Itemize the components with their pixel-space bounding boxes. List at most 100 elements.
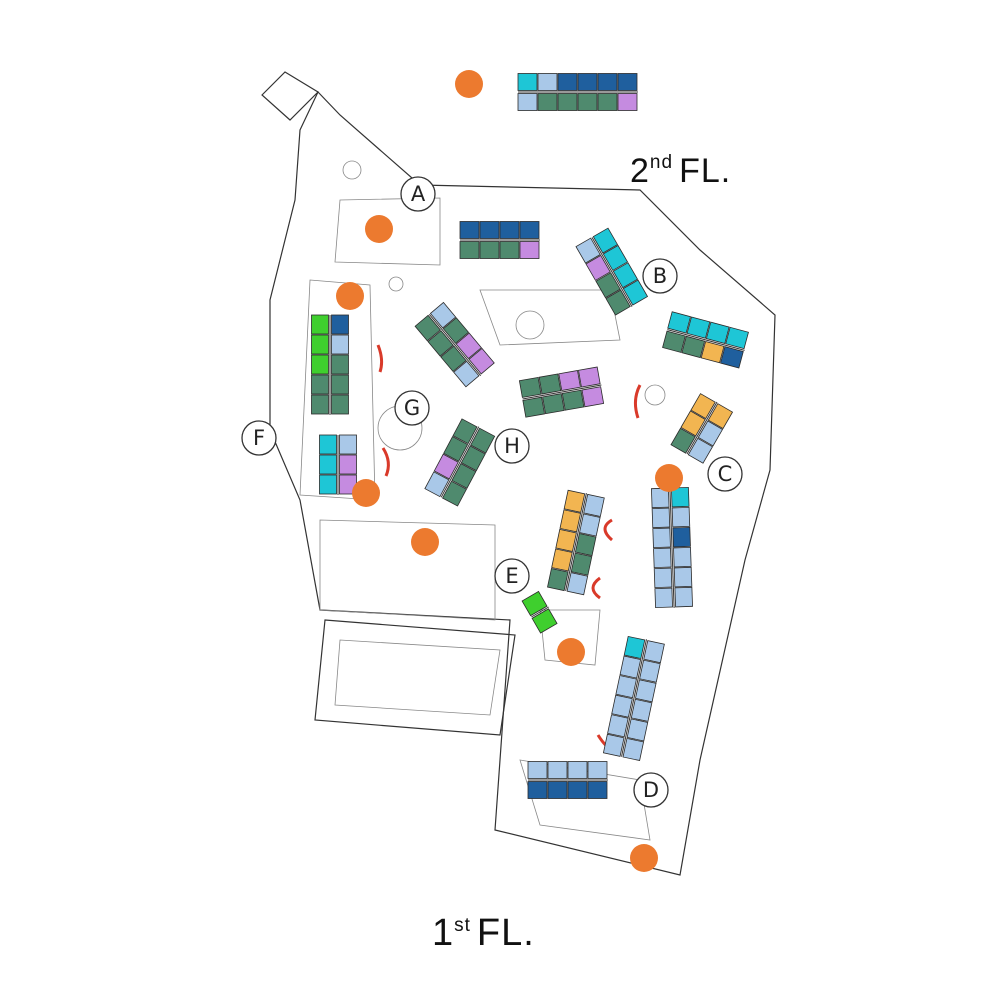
corridor-line [522, 384, 602, 400]
unit-block [442, 317, 470, 344]
circled-letter-icon [707, 456, 743, 492]
orange-dot-marker-icon [336, 282, 364, 310]
unit-block [547, 761, 568, 779]
unit-strip [414, 301, 495, 388]
unit-block [622, 279, 649, 306]
unit-block [700, 340, 725, 364]
unit-block [577, 73, 598, 91]
unit-block [563, 489, 586, 513]
unit-block [451, 463, 477, 489]
circled-letter-icon [642, 258, 678, 294]
unit-block [639, 659, 661, 683]
unit-block [674, 586, 693, 608]
unit-block [547, 568, 569, 592]
unit-block [559, 509, 582, 533]
unit-block [623, 635, 646, 660]
unit-block [311, 314, 329, 335]
unit-block [579, 513, 601, 537]
corridor-line [440, 426, 480, 498]
unit-block [592, 227, 619, 254]
building-label-e: E [494, 558, 530, 594]
unit-block [453, 360, 480, 388]
unit-block [575, 237, 601, 264]
circled-letter-icon [494, 558, 530, 594]
orange-dot-marker-icon [411, 528, 439, 556]
unit-block [558, 370, 581, 391]
unit-block [654, 587, 673, 609]
site-outline [261, 71, 776, 876]
unit-block [331, 374, 349, 395]
unit-block [424, 471, 450, 498]
unit-strip [518, 366, 605, 418]
unit-strip [575, 227, 649, 316]
unit-block [697, 420, 724, 447]
unit-block [653, 547, 672, 569]
corridor-line [669, 488, 675, 608]
unit-block [537, 73, 558, 91]
unit-block [527, 781, 548, 799]
unit-block [611, 694, 633, 718]
unit-block [626, 718, 649, 742]
building-letter: G [404, 396, 420, 420]
unit-block [583, 493, 605, 517]
unit-block [597, 73, 618, 91]
unit-strip [662, 311, 749, 369]
orange-dot-marker-icon [630, 844, 658, 872]
unit-block [566, 572, 589, 596]
unit-blocks [311, 73, 749, 799]
unit-block [452, 418, 478, 445]
corridor-line [531, 606, 549, 618]
unit-block [499, 221, 520, 239]
building-label-f: F [241, 420, 277, 456]
orange-dot-marker-icon [455, 70, 483, 98]
unit-block [531, 608, 558, 634]
unit-block [667, 311, 691, 334]
unit-block [561, 389, 585, 411]
unit-strip [651, 486, 693, 609]
unit-strip [527, 761, 608, 799]
circled-letter-icon [241, 420, 277, 456]
unit-block [339, 434, 357, 455]
corridor-line [565, 492, 587, 592]
corridor-line [667, 329, 745, 351]
unit-block [612, 262, 639, 289]
unit-block [443, 435, 469, 462]
unit-block [557, 93, 578, 111]
unit-block [634, 679, 657, 703]
unit-block [442, 480, 468, 507]
unit-block [460, 445, 486, 472]
unit-block [577, 93, 598, 111]
building-label-b: B [642, 258, 678, 294]
unit-block [557, 73, 578, 91]
unit-block [319, 474, 337, 495]
unit-block [587, 761, 608, 779]
unit-block [615, 675, 637, 699]
unit-strip [547, 489, 605, 596]
building-letter: C [718, 462, 733, 486]
unit-block [319, 454, 337, 475]
unit-block [662, 330, 686, 353]
unit-block [570, 552, 593, 576]
building-letter: B [653, 264, 667, 288]
unit-block [427, 330, 454, 357]
unit-block [686, 316, 711, 339]
circled-letter-icon [394, 390, 430, 426]
unit-block [433, 453, 459, 480]
unit-block [414, 314, 441, 342]
unit-strip [517, 73, 638, 111]
unit-block [687, 437, 714, 464]
unit-block [468, 347, 495, 375]
building-letter: E [505, 564, 518, 588]
unit-block [574, 533, 597, 557]
corridor-line [428, 314, 482, 376]
unit-block [519, 221, 540, 239]
unit-block [459, 221, 480, 239]
building-letter: D [643, 778, 659, 802]
unit-block [671, 506, 691, 528]
unit-block [517, 73, 538, 91]
unit-block [652, 527, 671, 549]
unit-block [567, 761, 588, 779]
